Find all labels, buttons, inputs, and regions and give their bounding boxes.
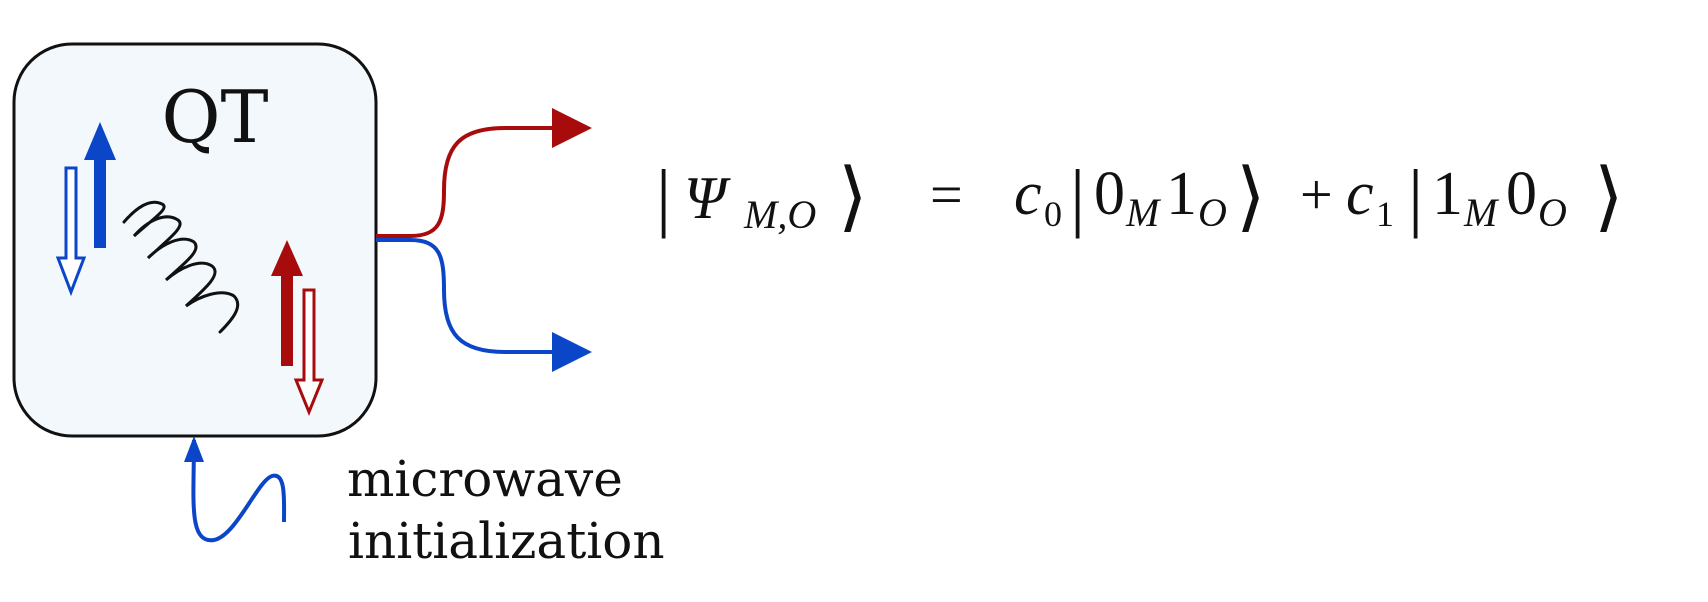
microwave-label-line2: initialization <box>348 512 665 570</box>
eq-term2-b-subscript: O <box>1538 190 1567 235</box>
microwave-input-arrowhead <box>184 436 204 462</box>
eq-psi-subscript: M,O <box>743 192 816 237</box>
blue-hollow-down-arrow <box>55 166 87 297</box>
eq-term2-a: 1 <box>1432 160 1463 228</box>
red-hollow-down-arrow <box>293 288 325 416</box>
eq-term1-b: 1 <box>1166 160 1197 228</box>
eq-term1-angle: ⟩ <box>1236 155 1266 239</box>
red-spin-pair <box>271 240 325 416</box>
eq-left-angle: ⟩ <box>838 155 868 239</box>
eq-term2-a-subscript: M <box>1463 190 1500 235</box>
eq-c0: c <box>1014 160 1042 228</box>
coupling-zigzag-line <box>122 200 240 334</box>
output-blue-branch <box>376 238 592 372</box>
eq-plus: + <box>1300 162 1333 227</box>
eq-term1-a: 0 <box>1094 160 1125 228</box>
eq-term1-b-subscript: O <box>1198 190 1227 235</box>
microwave-label-line1: microwave <box>347 450 623 508</box>
eq-term2-bar: | <box>1408 155 1423 239</box>
eq-term2-angle: ⟩ <box>1594 155 1624 239</box>
blue-spin-pair <box>55 122 116 297</box>
blue-solid-up-arrow <box>84 122 116 248</box>
output-red-branch <box>376 108 592 238</box>
state-equation: | Ψ M,O ⟩ = c 0 | 0 M 1 O ⟩ + c 1 | 1 M … <box>656 155 1624 239</box>
eq-term1-a-subscript: M <box>1125 190 1162 235</box>
red-solid-up-arrow <box>271 240 303 366</box>
eq-left-bar: | <box>656 155 671 239</box>
qt-label: QT <box>161 75 268 159</box>
eq-term1-bar: | <box>1070 155 1085 239</box>
eq-c1-subscript: 1 <box>1376 194 1394 234</box>
eq-equals: = <box>930 162 963 227</box>
eq-c1: c <box>1346 160 1374 228</box>
microwave-input-wave <box>191 439 287 543</box>
eq-term2-b: 0 <box>1506 160 1537 228</box>
eq-psi: Ψ <box>684 165 731 231</box>
eq-c0-subscript: 0 <box>1044 194 1062 234</box>
